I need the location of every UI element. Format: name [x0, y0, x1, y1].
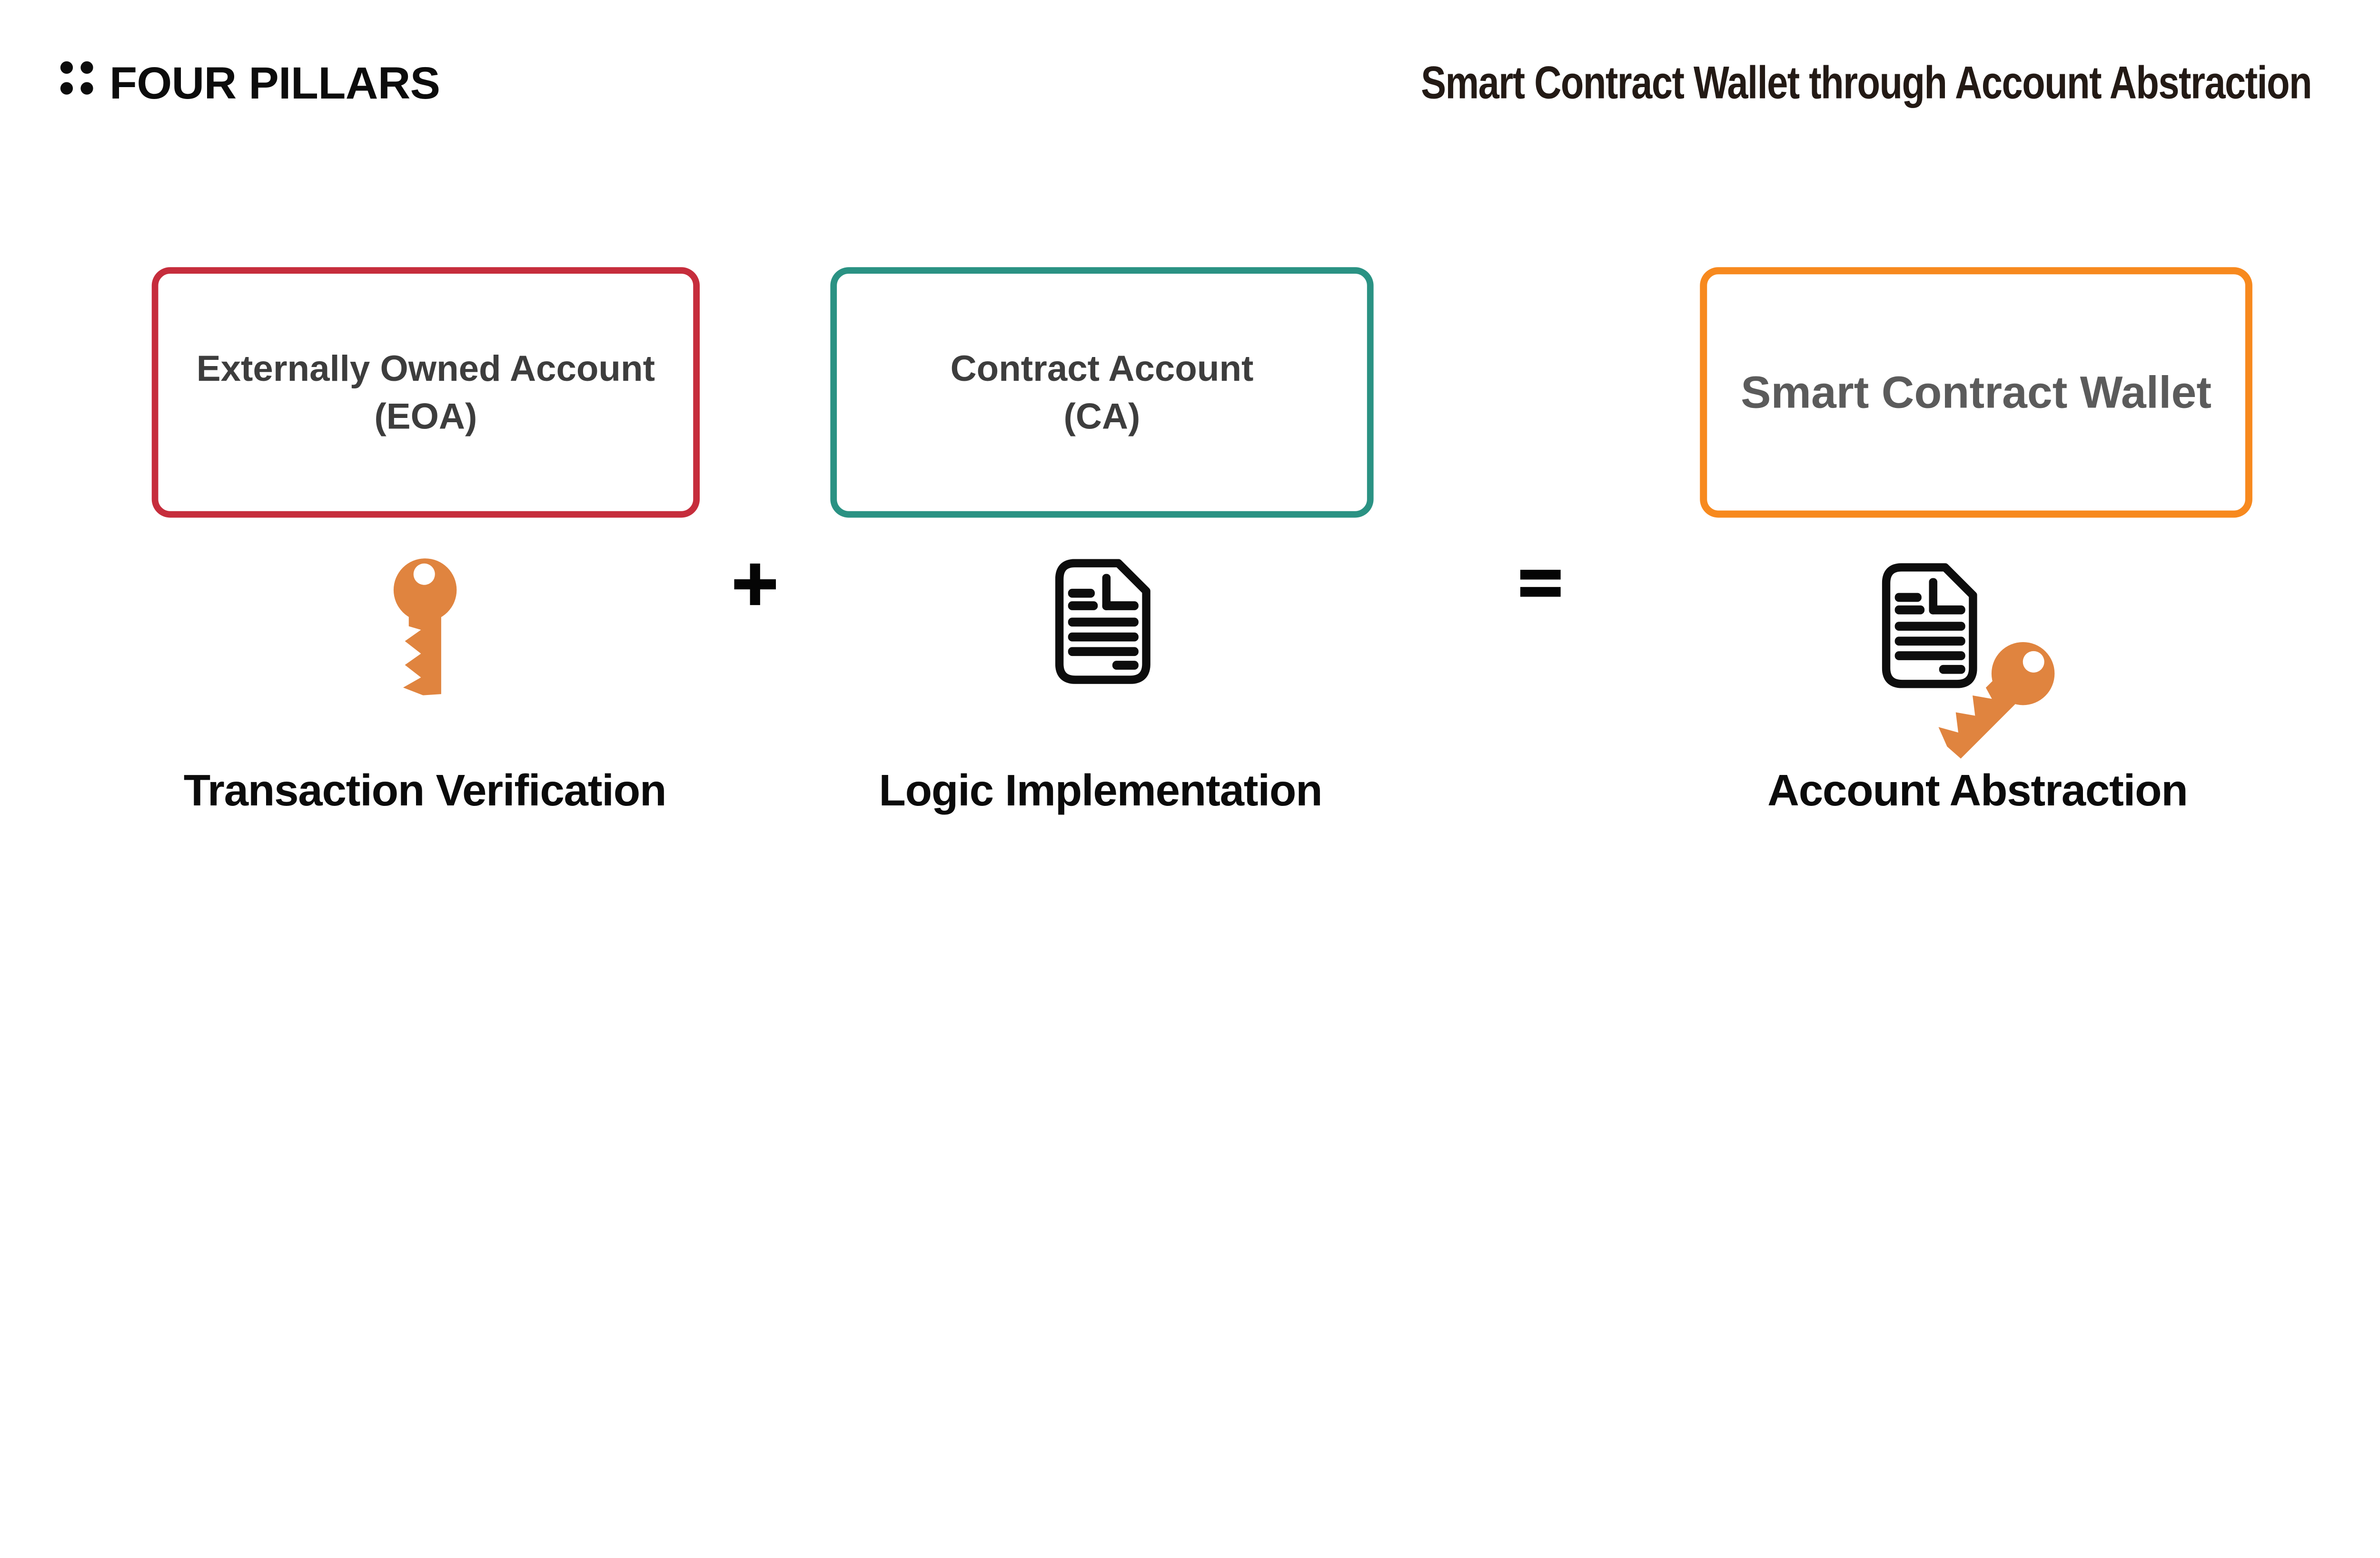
smart-contract-wallet-box: Smart Contract Wallet: [1700, 267, 2252, 518]
document-key-icon-document: [1882, 563, 1977, 688]
eoa-box-line1: Externally Owned Account: [196, 348, 655, 389]
four-pillars-logo-icon: [60, 61, 93, 95]
equals-icon: [1520, 569, 1561, 597]
document-key-icon-key: [1924, 627, 2070, 773]
plus-icon: [734, 563, 776, 605]
eoa-box-line2: (EOA): [374, 396, 477, 437]
logo-dot: [80, 82, 93, 95]
diagram-canvas: FOUR PILLARS Smart Contract Wallet throu…: [60, 56, 2312, 815]
logo-dot: [80, 61, 93, 74]
ca-box-line1: Contract Account: [950, 348, 1254, 389]
eoa-box-text: Externally Owned Account (EOA): [197, 345, 655, 440]
smart-contract-wallet-box-line1: Smart Contract Wallet: [1741, 367, 2211, 418]
pillar-label-logic-implementation: Logic Implementation: [879, 765, 1322, 815]
document-icon: [1055, 559, 1150, 684]
ca-box-line2: (CA): [1063, 396, 1140, 437]
four-pillars-logo-text: FOUR PILLARS: [109, 58, 440, 109]
ca-box-text: Contract Account (CA): [951, 345, 1254, 440]
page-title: Smart Contract Wallet through Account Ab…: [1421, 56, 2312, 108]
logo-dot: [60, 82, 73, 95]
pillar-label-transaction-verification: Transaction Verification: [183, 765, 667, 815]
logo-dot: [60, 61, 73, 74]
smart-contract-wallet-box-text: Smart Contract Wallet: [1741, 367, 2211, 417]
ca-box: Contract Account (CA): [830, 267, 1374, 518]
pillar-label-account-abstraction: Account Abstraction: [1767, 765, 2188, 815]
key-icon: [392, 558, 459, 696]
eoa-box: Externally Owned Account (EOA): [151, 267, 700, 518]
